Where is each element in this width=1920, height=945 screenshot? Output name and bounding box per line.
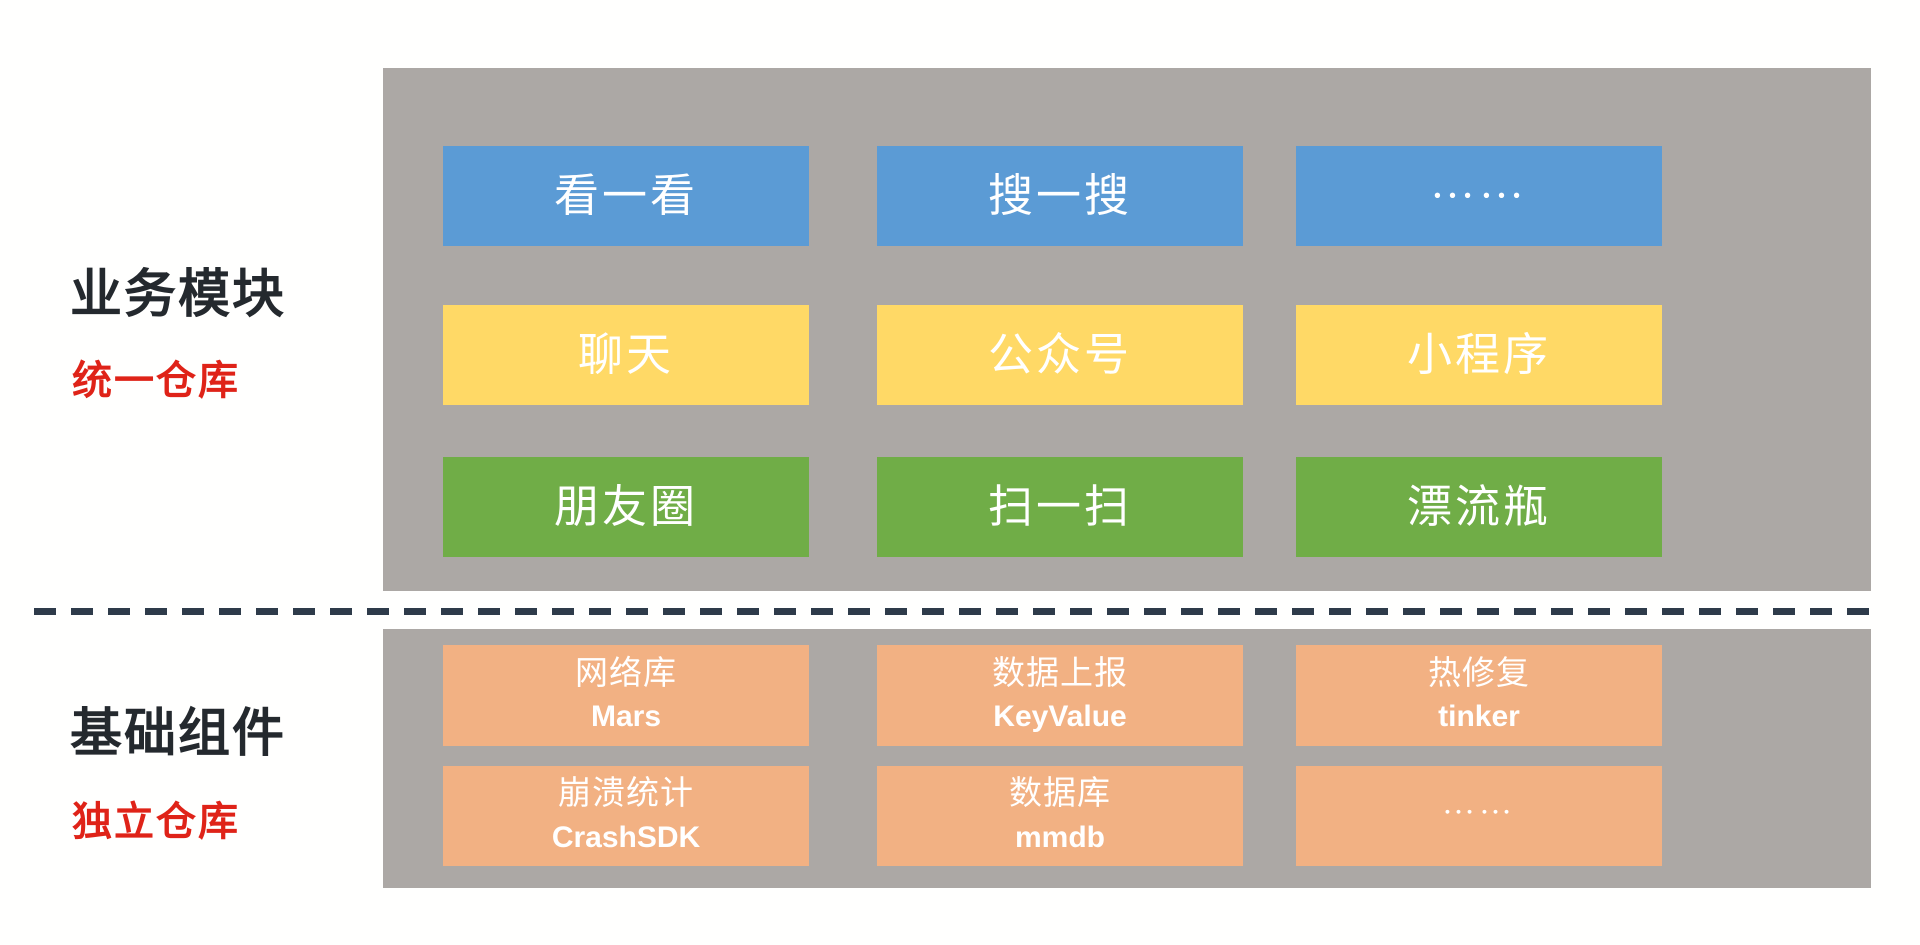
module-box-row2-col2: 公众号	[877, 305, 1243, 405]
module-box-row3-col1: 朋友圈	[443, 457, 809, 557]
component-name: ……	[1442, 785, 1516, 822]
dashed-separator	[34, 608, 1878, 615]
component-lib-name: tinker	[1438, 700, 1520, 734]
component-name: 热修复	[1428, 655, 1530, 692]
component-name: 数据库	[1009, 776, 1111, 813]
business-modules-title: 业务模块	[70, 267, 287, 324]
module-box-row2-col3: 小程序	[1296, 305, 1662, 405]
component-lib-name: Mars	[590, 700, 662, 734]
component-box-row2-col3: ……	[1296, 766, 1662, 866]
module-label: 公众号	[987, 329, 1132, 380]
component-lib-name: CrashSDK	[551, 820, 701, 854]
module-label: 朋友圈	[553, 481, 698, 532]
component-name: 崩溃统计	[558, 776, 694, 813]
business-modules-repo-note: 统一仓库	[72, 358, 240, 403]
module-label: 漂流瓶	[1406, 481, 1551, 532]
module-label: 小程序	[1406, 329, 1551, 380]
module-label: 聊天	[577, 329, 674, 380]
module-label: ……	[1430, 157, 1528, 207]
component-box-row1-col2: 数据上报 KeyValue	[877, 645, 1243, 746]
module-box-row3-col2: 扫一扫	[877, 457, 1243, 557]
module-box-row1-col2: 搜一搜	[877, 146, 1243, 246]
module-label: 扫一扫	[987, 481, 1132, 532]
component-box-row2-col2: 数据库 mmdb	[877, 766, 1243, 866]
module-box-row1-col1: 看一看	[443, 146, 809, 246]
component-lib-name: mmdb	[1015, 820, 1105, 854]
component-lib-name: KeyValue	[993, 700, 1127, 734]
base-components-repo-note: 独立仓库	[72, 799, 240, 844]
component-box-row1-col3: 热修复 tinker	[1296, 645, 1662, 746]
module-label: 搜一搜	[987, 170, 1132, 221]
component-name: 网络库	[575, 655, 677, 692]
base-components-title: 基础组件	[70, 706, 287, 763]
module-label: 看一看	[553, 170, 698, 221]
component-box-row1-col1: 网络库 Mars	[443, 645, 809, 746]
component-box-row2-col1: 崩溃统计 CrashSDK	[443, 766, 809, 866]
component-name: 数据上报	[992, 655, 1128, 692]
module-box-row2-col1: 聊天	[443, 305, 809, 405]
module-box-row3-col3: 漂流瓶	[1296, 457, 1662, 557]
module-box-row1-col3: ……	[1296, 146, 1662, 246]
